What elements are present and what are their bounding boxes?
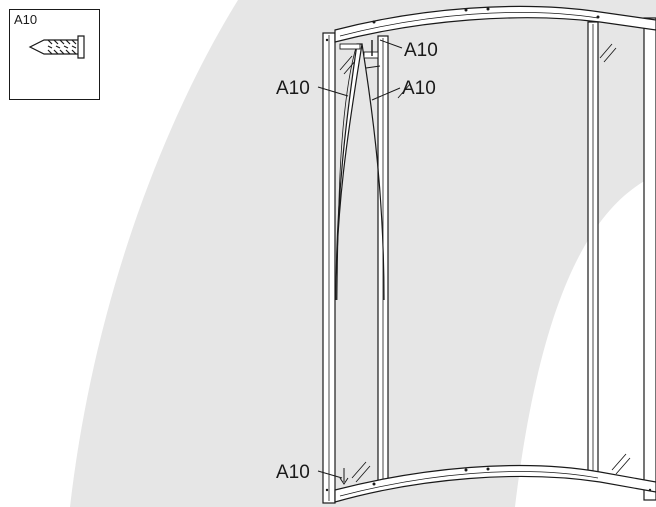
shower-enclosure xyxy=(322,5,656,504)
callout-bottom-left: A10 xyxy=(276,462,310,483)
callout-leaders xyxy=(317,39,403,479)
right-wall-profile xyxy=(643,17,656,501)
rail-screws xyxy=(325,7,652,492)
wall-plug-anchor-icon xyxy=(28,35,85,59)
door-leaf xyxy=(335,43,363,301)
background-arc xyxy=(70,0,656,507)
callout-top-right: A10 xyxy=(404,40,438,61)
part-key-code: A10 xyxy=(14,12,37,27)
callout-middle-right: A10 xyxy=(402,78,436,99)
callout-upper-left: A10 xyxy=(276,78,310,99)
part-key: A10 xyxy=(9,9,100,100)
